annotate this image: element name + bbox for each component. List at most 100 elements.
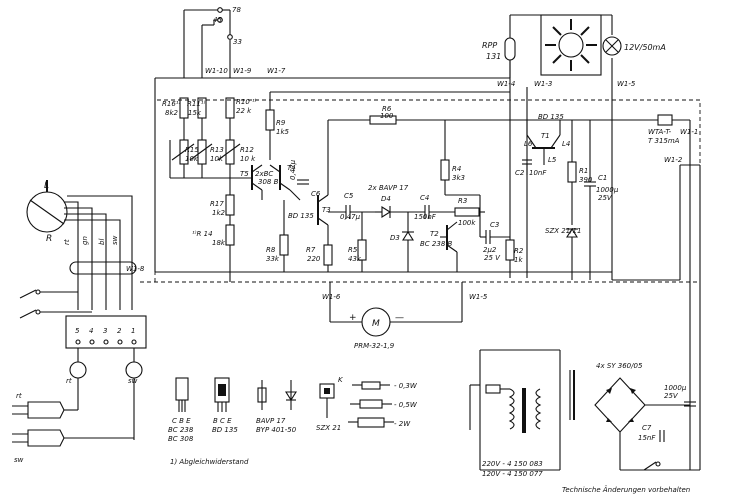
fuse-label: WTA-T- — [648, 128, 672, 136]
r12-label: R12 — [240, 146, 254, 154]
cable-bl-label: bl — [98, 239, 106, 245]
r8-value: 33k — [266, 255, 280, 263]
node-w1-5-bot: W1-5 — [469, 293, 488, 301]
r5-value: 43k — [348, 255, 362, 263]
legend-resistor-2w: - 2W — [394, 420, 411, 428]
c6-t3: 0,47µ C6 T3 BD 135 — [288, 119, 370, 245]
t1-label: T1 — [541, 132, 550, 140]
pin-2: 2 — [117, 327, 122, 335]
cables: rt gn bl sw — [63, 195, 137, 310]
r9-value: 1k5 — [276, 128, 290, 136]
c5-r5: C5 0,47µ R5 43k — [328, 192, 375, 272]
r17-r14: R17 1k2 ¹⁾R 14 18k — [192, 178, 235, 282]
c5-label: C5 — [344, 192, 354, 200]
c6-value: 0,47µ — [289, 159, 297, 180]
top-terminals: 78 45 33 — [183, 6, 242, 78]
c6-label: C6 — [311, 190, 321, 198]
transformer-220v: 220V - 4 150 083 — [482, 460, 543, 468]
meter: L R — [26, 180, 68, 244]
r8-label: R8 — [266, 246, 276, 254]
d4-pair: 2x BAVP 17 — [368, 184, 409, 192]
c2-value: 10nF — [529, 169, 547, 177]
node-w1-2: W1-2 — [664, 156, 683, 164]
c4-label: C4 — [420, 194, 429, 202]
t2-type: BC 238 B — [420, 240, 453, 248]
legend-resistor-03w: - 0,3W — [394, 382, 418, 390]
footnote: 1) Abgleichwiderstand — [170, 458, 249, 466]
r4-label: R4 — [452, 165, 461, 173]
node-w1-6: W1-6 — [322, 293, 341, 301]
t1-type: BD 135 — [538, 113, 564, 121]
legend-k-label: K — [338, 376, 344, 384]
r12-value: 10 k — [240, 155, 256, 163]
pin-3: 3 — [103, 327, 107, 335]
connector-rt-label: rt — [66, 377, 72, 385]
legend-zener: SZX 21 — [316, 424, 341, 432]
r3-label: R3 — [458, 197, 467, 205]
r1-label: R1 — [579, 167, 588, 175]
pin-5: 5 — [75, 327, 80, 335]
c2-label: C2 — [515, 169, 525, 177]
cable-gn-label: gn — [81, 236, 89, 245]
r10-value: 22 k — [236, 107, 252, 115]
pin-1: 1 — [131, 327, 135, 335]
legend-resistor-05w: - 0,5W — [394, 401, 418, 409]
legend-transistor-type-b: BC 308 — [168, 435, 194, 443]
c4-value: 150nF — [414, 213, 437, 221]
r6-value: 100 — [380, 112, 394, 120]
node-w1-10: W1-10 — [205, 67, 228, 75]
terminal-33-label: 33 — [233, 38, 242, 46]
l6-label: L6 — [524, 140, 533, 148]
plugs: rt sw — [12, 392, 134, 464]
big-cap-value: 1000µ — [664, 384, 687, 392]
r7-value: 220 — [307, 255, 321, 263]
top-bus: W1-10 W1-9 W1-7 W1-4 W1-3 W1-5 — [154, 14, 636, 280]
r2-label: R2 — [514, 247, 524, 255]
r14-label: ¹⁾R 14 — [192, 230, 213, 238]
c4: C4 150nF — [414, 194, 455, 221]
cable-sw-label: sw — [111, 235, 119, 245]
t5-label: T5 — [240, 170, 249, 178]
plug-sw-label: sw — [14, 456, 24, 464]
legend-power-transistor-type: BD 135 — [212, 426, 238, 434]
szx-label: SZX 21/11 — [545, 227, 581, 235]
c7-value: 15nF — [638, 434, 656, 442]
transformer: 220V - 4 150 083 120V - 4 150 077 — [469, 349, 561, 478]
motor-plus: + — [349, 313, 357, 323]
r15-label: R15 — [185, 146, 199, 154]
rpp-resistor: RPP 131 — [482, 37, 516, 61]
bridge-label: 4x SY 360/05 — [596, 362, 643, 370]
calibration-resistors: R16¹⁾ 8k2 R11¹⁾ 15k R10 ¹⁾ 22 k R15 10k … — [162, 97, 257, 179]
r6: R6 100 — [369, 105, 658, 125]
r4-r3-t2: R4 3k3 R3 100k T2 BC 238 B C3 2µ2 25 V R… — [420, 120, 524, 272]
bridge-rectifier: 4x SY 360/05 1000µ 25V C7 15nF — [569, 362, 700, 471]
fuse-and-nodes: WTA-T- T 315mA W1-1 W1-2 — [648, 114, 701, 470]
motor-minus: — — [395, 313, 404, 323]
r14-value: 18k — [212, 239, 226, 247]
c7-label: C7 — [642, 424, 652, 432]
node-w1-1: W1-1 — [680, 128, 698, 136]
terminal-45-label: 45 — [213, 16, 222, 24]
r11-label: R11¹⁾ — [187, 100, 206, 108]
transistors-t5-t4: T5 2xBC 308 B T4 — [240, 164, 301, 201]
r5-label: R5 — [348, 246, 358, 254]
r2-value: 1k — [514, 256, 523, 264]
rpp-label: RPP — [482, 41, 497, 50]
r16-value: 8k2 — [165, 109, 179, 117]
diodes-d4-d3: 2x BAVP 17 D4 D3 — [368, 184, 425, 272]
node-w1-3: W1-3 — [534, 80, 552, 88]
legend-diode-b: BYP 401-50 — [256, 426, 297, 434]
l4-label: L4 — [562, 140, 570, 148]
c3-voltage: 25 V — [484, 254, 501, 262]
d4-label: D4 — [381, 195, 391, 203]
c1-value: 1000µ — [596, 186, 619, 194]
lamp-label: 12V/50mA — [624, 43, 666, 52]
r13-label: R13 — [210, 146, 224, 154]
motor-symbol: M — [372, 319, 380, 329]
t3-label: T3 — [322, 206, 331, 214]
big-cap-voltage: 25V — [664, 392, 679, 400]
c3-label: C3 — [490, 221, 499, 229]
legend-diode-a: BAVP 17 — [256, 417, 286, 425]
r10-label: R10 ¹⁾ — [236, 98, 257, 106]
